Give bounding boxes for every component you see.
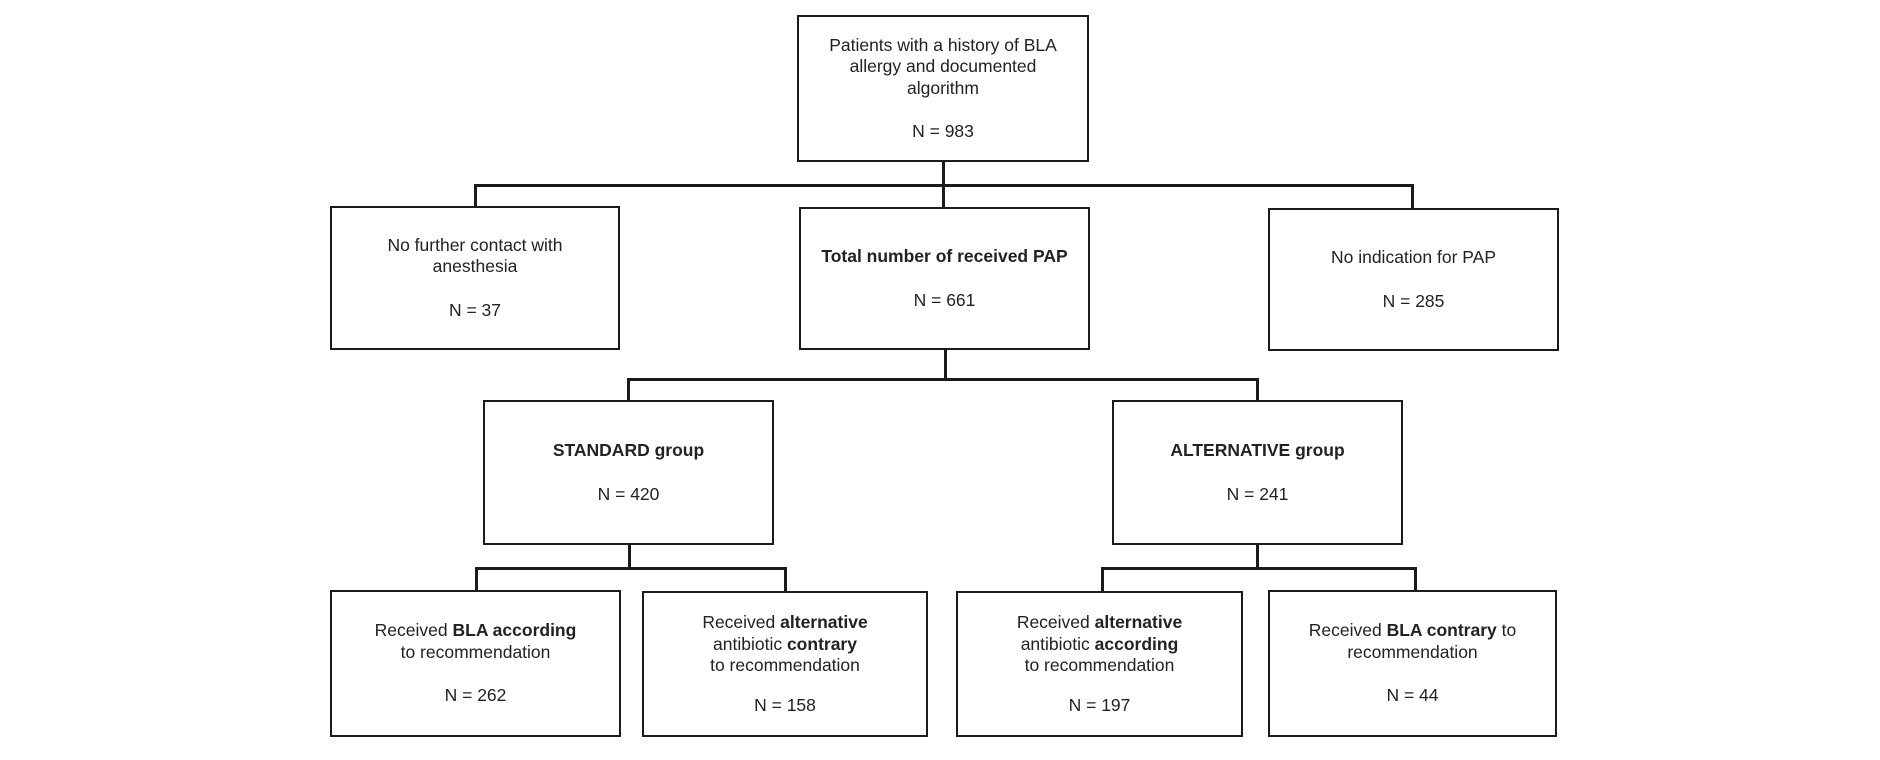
- text-line: Received BLA according: [342, 620, 609, 642]
- text-line: allergy and documented: [849, 56, 1037, 76]
- box-alt-contrary: Received BLA contrary to recommendation …: [1268, 590, 1557, 737]
- text-seg: Received: [1308, 620, 1387, 641]
- box-alternative-group-text: ALTERNATIVE group: [1124, 440, 1391, 462]
- n-count: N = 158: [754, 694, 816, 715]
- connector-standard-bar: [475, 567, 786, 570]
- n-count: N = 420: [597, 483, 660, 504]
- text-seg: Received: [1016, 612, 1095, 632]
- box-std-according: Received BLA according to recommendation…: [330, 590, 621, 737]
- connector-drop-standard: [627, 378, 630, 402]
- connector-alternative-stem: [1256, 545, 1259, 569]
- connector-drop-no-contact: [474, 184, 477, 208]
- box-no-contact-text: No further contact with anesthesia: [342, 235, 608, 278]
- text-line: Received BLA contrary to: [1280, 620, 1545, 642]
- connector-alternative-bar: [1101, 567, 1417, 570]
- connector-drop-alt-contrary: [1414, 567, 1417, 592]
- box-standard-group-text: STANDARD group: [495, 440, 762, 462]
- text-line: No indication for PAP: [1330, 247, 1497, 267]
- connector-drop-received-pap: [942, 184, 945, 209]
- connector-drop-std-contrary: [784, 567, 787, 593]
- text-line: STANDARD group: [552, 440, 705, 460]
- box-patients-root-text: Patients with a history of BLA allergy a…: [809, 35, 1077, 100]
- text-seg: Received: [374, 620, 453, 641]
- connector-root-stem: [942, 160, 945, 186]
- n-count: N = 262: [444, 685, 507, 706]
- n-count: N = 983: [912, 121, 974, 141]
- text-line: to recommendation: [710, 655, 860, 675]
- text-seg-bold: BLA contrary: [1386, 620, 1497, 641]
- box-alt-according-text: Received alternative antibiotic accordin…: [968, 612, 1231, 677]
- box-std-contrary: Received alternative antibiotic contrary…: [642, 591, 928, 737]
- box-received-pap: Total number of received PAP N = 661: [799, 207, 1090, 350]
- box-no-indication-text: No indication for PAP: [1280, 247, 1547, 269]
- text-line: algorithm: [907, 77, 979, 98]
- text-seg-bold: alternative: [1094, 612, 1183, 632]
- box-no-indication: No indication for PAP N = 285: [1268, 208, 1559, 351]
- text-line: recommendation: [1347, 641, 1478, 662]
- connector-drop-no-indication: [1411, 184, 1414, 210]
- box-alt-contrary-text: Received BLA contrary to recommendation: [1280, 620, 1545, 663]
- box-patients-root: Patients with a history of BLA allergy a…: [797, 15, 1089, 162]
- text-seg: antibiotic: [1020, 633, 1095, 654]
- box-no-contact: No further contact with anesthesia N = 3…: [330, 206, 620, 350]
- connector-drop-alternative: [1256, 378, 1259, 402]
- text-line: anesthesia: [432, 256, 518, 277]
- text-seg: Received: [702, 612, 781, 632]
- box-standard-group: STANDARD group N = 420: [483, 400, 774, 545]
- text-line: Patients with a history of BLA: [829, 34, 1057, 55]
- text-seg-bold: according: [1094, 633, 1179, 654]
- box-std-contrary-text: Received alternative antibiotic contrary…: [654, 612, 916, 677]
- text-line: antibiotic contrary: [654, 634, 916, 656]
- text-seg-bold: alternative: [780, 612, 868, 632]
- n-count: N = 661: [913, 289, 976, 310]
- connector-pap-stem: [944, 350, 947, 380]
- text-seg: antibiotic: [713, 633, 787, 654]
- text-seg-bold: BLA according: [452, 620, 577, 641]
- box-received-pap-text: Total number of received PAP: [811, 246, 1078, 268]
- text-line: ALTERNATIVE group: [1170, 440, 1345, 460]
- text-line: No further contact with: [387, 234, 563, 255]
- text-line: Received alternative: [968, 612, 1231, 634]
- n-count: N = 241: [1226, 483, 1289, 504]
- n-count: N = 44: [1386, 685, 1439, 706]
- text-line: to recommendation: [1024, 655, 1175, 675]
- text-line: Total number of received PAP: [821, 246, 1068, 266]
- text-seg: to: [1496, 620, 1517, 641]
- box-alternative-group: ALTERNATIVE group N = 241: [1112, 400, 1403, 545]
- connector-standard-stem: [628, 545, 631, 569]
- connector-row3-bar: [627, 378, 1259, 381]
- connector-drop-alt-according: [1101, 567, 1104, 593]
- box-alt-according: Received alternative antibiotic accordin…: [956, 591, 1243, 737]
- n-count: N = 37: [448, 299, 502, 320]
- box-std-according-text: Received BLA according to recommendation: [342, 620, 609, 663]
- connector-drop-std-according: [475, 567, 478, 592]
- n-count: N = 285: [1382, 290, 1445, 311]
- text-seg-bold: contrary: [786, 633, 857, 654]
- text-line: antibiotic according: [968, 634, 1231, 656]
- text-line: Received alternative: [654, 612, 916, 634]
- n-count: N = 197: [1068, 694, 1131, 715]
- text-line: to recommendation: [400, 641, 551, 662]
